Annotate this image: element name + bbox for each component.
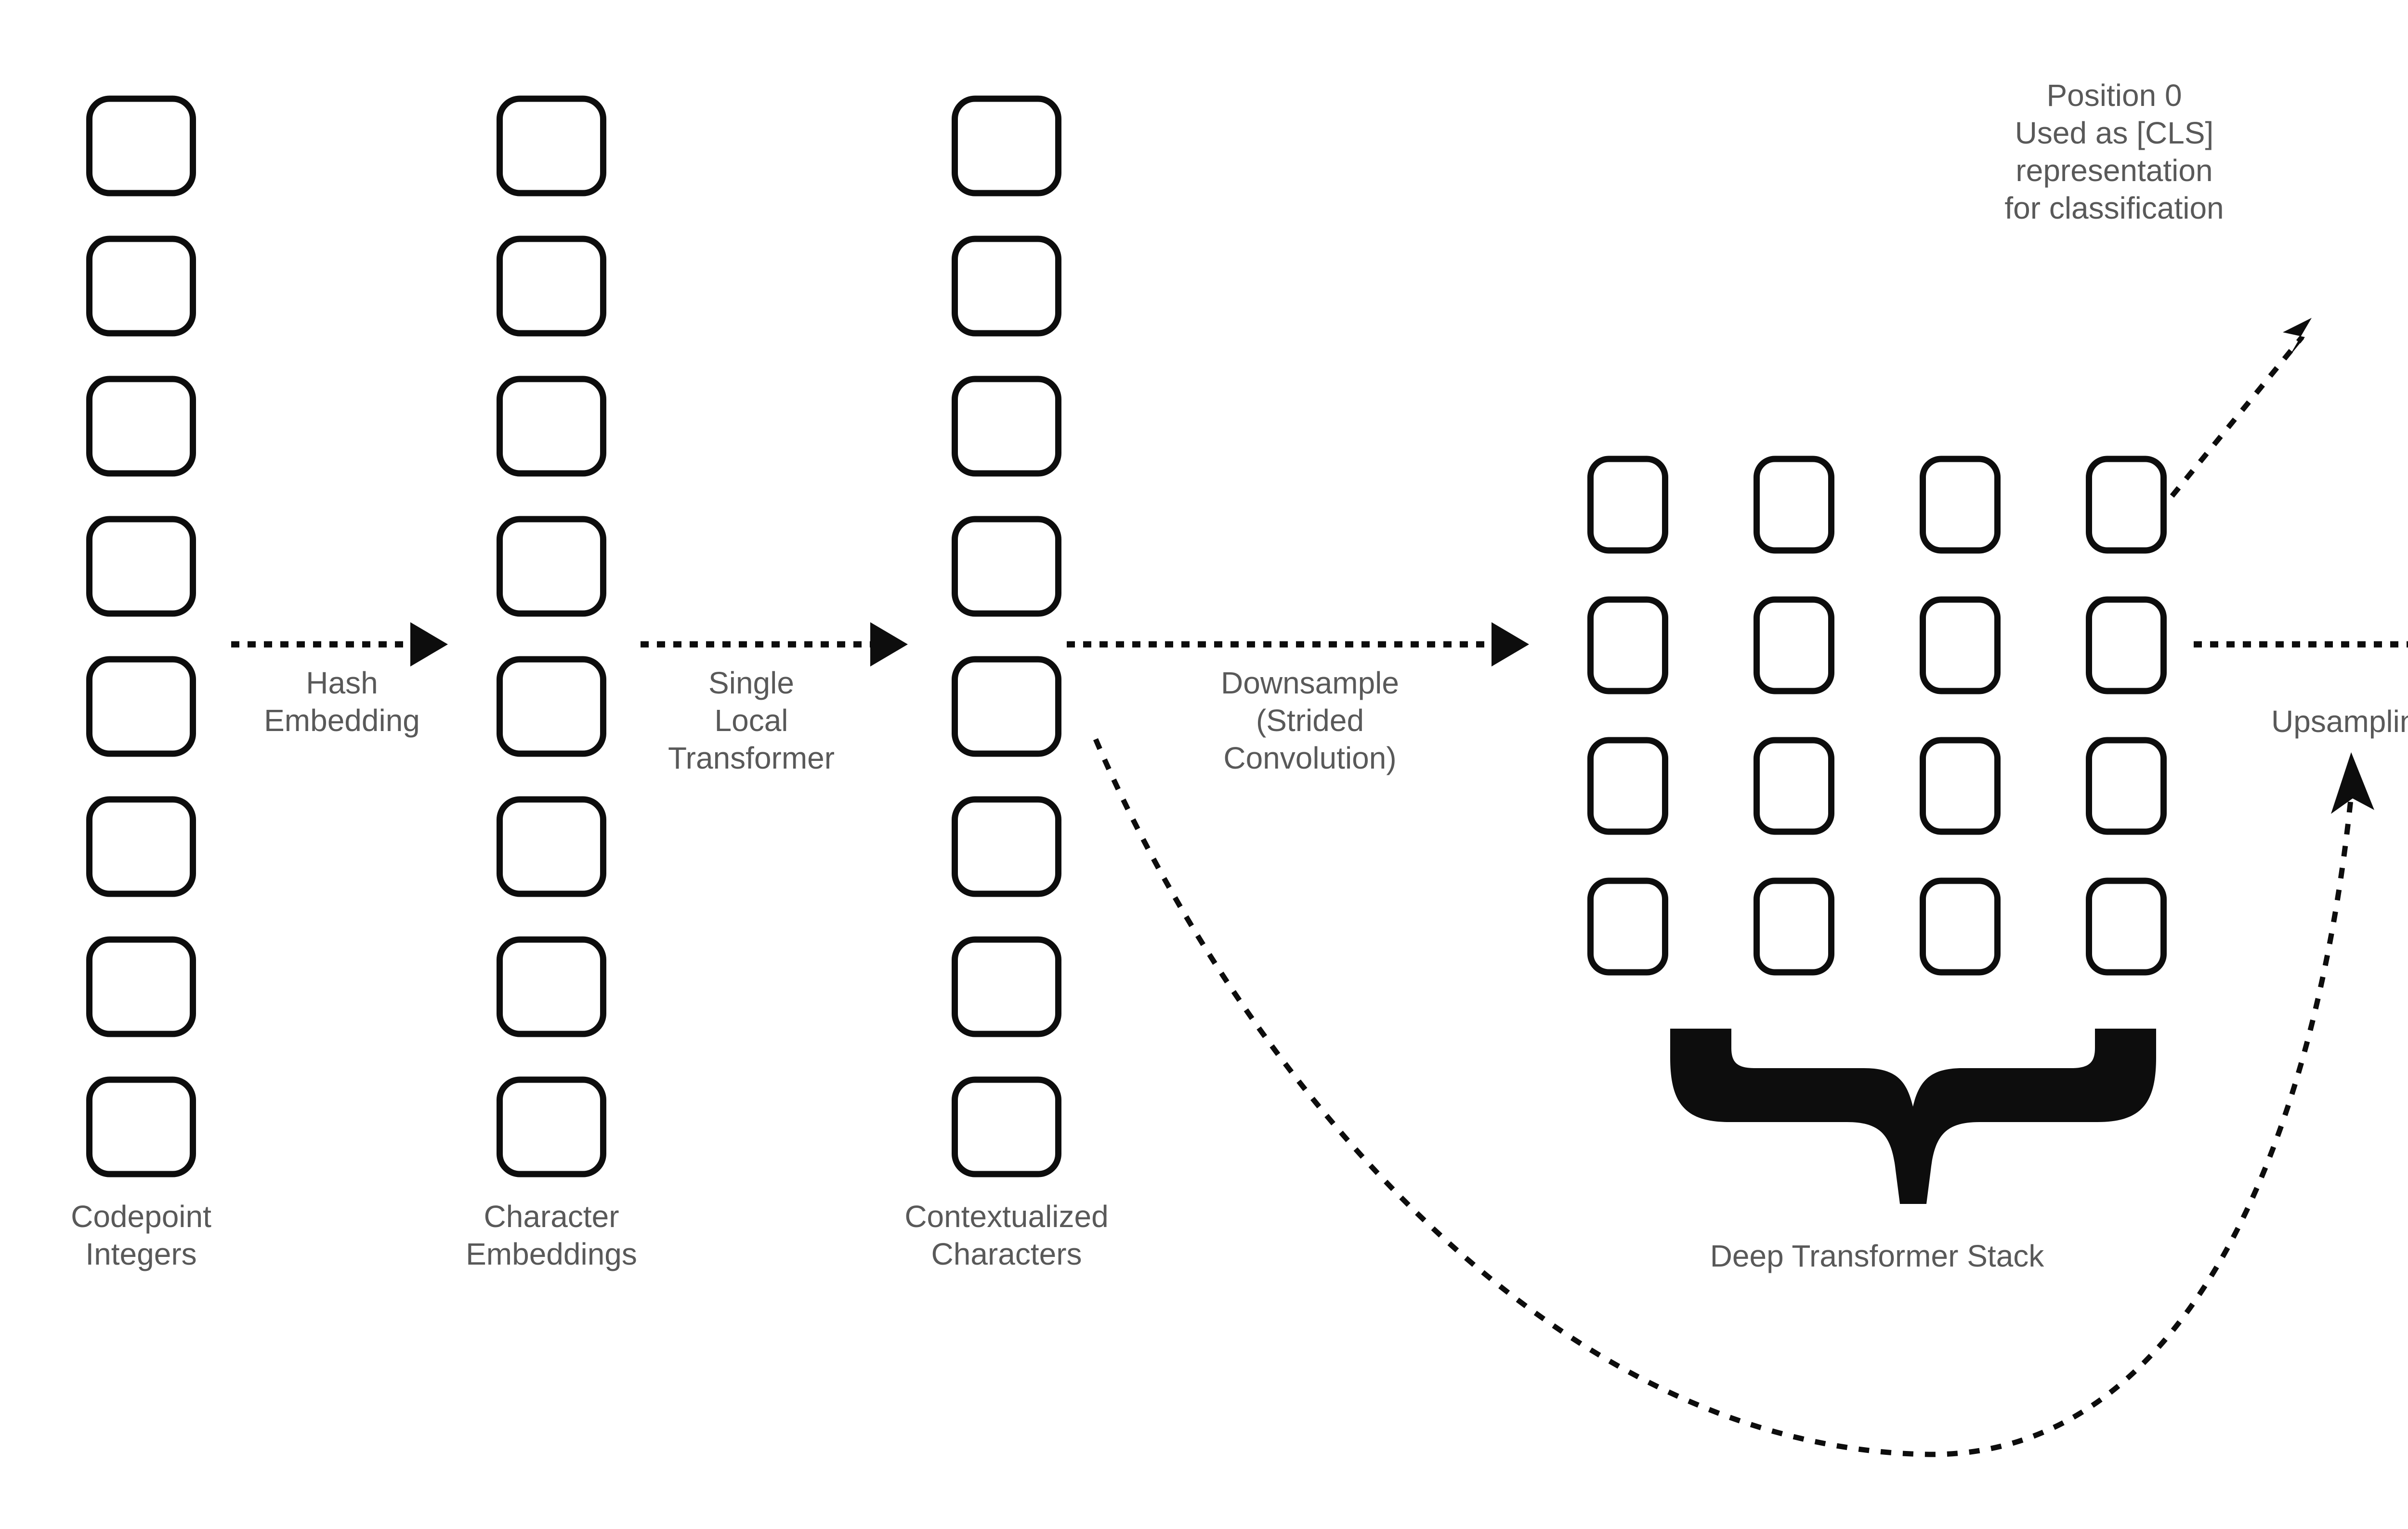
transformer-cell-r2-c3[interactable] (2086, 737, 2167, 835)
transformer-cell-r3-c2[interactable] (1920, 877, 2001, 976)
token-box[interactable] (952, 796, 1061, 897)
token-box[interactable] (497, 1076, 606, 1177)
column-codepoint-integers (86, 95, 196, 1177)
arrow-label-single-local-transformer: Single (708, 666, 794, 700)
transformer-cell-r3-c3[interactable] (2086, 877, 2167, 976)
column-label-contextualized-characters: Characters (931, 1237, 1082, 1271)
token-box[interactable] (86, 936, 196, 1037)
arrow-label-single-local-transformer: Transformer (668, 741, 835, 775)
upsampling-arrowhead (2331, 752, 2374, 814)
token-box[interactable] (952, 1076, 1061, 1177)
cls-annotation-line: representation (2015, 153, 2212, 188)
column-label-character-embeddings: Embeddings (466, 1237, 637, 1271)
arrowhead-downsample (1492, 622, 1529, 666)
arrow-label-upsampling: Upsampling (2271, 704, 2408, 739)
column-label-character-embeddings: Character (484, 1199, 619, 1234)
arrow-label-hash-embedding: Embedding (264, 703, 420, 738)
cls-annotation-line: for classification (2004, 191, 2224, 225)
arrow-label-downsample: (Strided (1256, 703, 1364, 738)
token-box[interactable] (952, 936, 1061, 1037)
column-label-codepoint-integers: Integers (85, 1237, 196, 1271)
cls-annotation-line: Position 0 (2046, 78, 2182, 113)
transformer-cell-r3-c1[interactable] (1754, 877, 1834, 976)
token-box[interactable] (86, 376, 196, 477)
arrow-label-downsample: Downsample (1221, 666, 1399, 700)
token-box[interactable] (952, 516, 1061, 617)
column-label-codepoint-integers: Codepoint (71, 1199, 211, 1234)
token-box[interactable] (86, 656, 196, 757)
transformer-cell-r2-c2[interactable] (1920, 737, 2001, 835)
skip-connection-curve (1093, 738, 2374, 1457)
arrow-label-single-local-transformer: Local (715, 703, 788, 738)
transformer-cell-r0-c2[interactable] (1920, 456, 2001, 554)
token-box[interactable] (952, 656, 1061, 757)
cls-pointer-curve (2170, 318, 2312, 498)
arrowhead-single-local-transformer (870, 622, 908, 666)
arrow-downsample (1067, 622, 1529, 666)
transformer-cell-r3-c0[interactable] (1587, 877, 1668, 976)
cls-annotation-line: Used as [CLS] (2015, 116, 2214, 150)
arrows-layer (231, 622, 2408, 666)
token-box[interactable] (952, 95, 1061, 196)
arrow-hash-embedding (231, 622, 448, 666)
column-character-embeddings (497, 95, 606, 1177)
token-box[interactable] (497, 936, 606, 1037)
transformer-cell-r1-c0[interactable] (1587, 596, 1668, 694)
transformer-cell-r2-c0[interactable] (1587, 737, 1668, 835)
transformer-cell-r0-c3[interactable] (2086, 456, 2167, 554)
token-box[interactable] (497, 656, 606, 757)
token-box[interactable] (86, 235, 196, 337)
token-box[interactable] (497, 796, 606, 897)
transformer-cell-r0-c1[interactable] (1754, 456, 1834, 554)
column-contextualized-characters (952, 95, 1061, 1177)
token-box[interactable] (86, 516, 196, 617)
transformer-cell-r2-c1[interactable] (1754, 737, 1834, 835)
token-box[interactable] (497, 95, 606, 196)
transformer-cell-r1-c3[interactable] (2086, 596, 2167, 694)
column-label-contextualized-characters: Contextualized (904, 1199, 1108, 1234)
transformer-cell-r0-c0[interactable] (1587, 456, 1668, 554)
arrow-upsampling (2194, 641, 2408, 648)
token-box[interactable] (497, 376, 606, 477)
token-box[interactable] (86, 1076, 196, 1177)
arrow-label-hash-embedding: Hash (306, 666, 378, 700)
token-box[interactable] (952, 376, 1061, 477)
token-box[interactable] (86, 796, 196, 897)
deep-transformer-stack-brace (1670, 1029, 2156, 1204)
transformer-cell-r1-c2[interactable] (1920, 596, 2001, 694)
columns-layer (86, 95, 1061, 1177)
arrow-single-local-transformer (641, 622, 908, 666)
token-box[interactable] (952, 235, 1061, 337)
token-box[interactable] (86, 95, 196, 196)
deep-transformer-stack-label: Deep Transformer Stack (1710, 1239, 2045, 1273)
token-box[interactable] (497, 516, 606, 617)
deep-transformer-stack-grid (1587, 456, 2167, 976)
arrow-label-downsample: Convolution) (1223, 741, 1396, 775)
token-box[interactable] (497, 235, 606, 337)
cls-arrowhead (2283, 318, 2312, 357)
arrowhead-hash-embedding (410, 622, 448, 666)
transformer-cell-r1-c1[interactable] (1754, 596, 1834, 694)
